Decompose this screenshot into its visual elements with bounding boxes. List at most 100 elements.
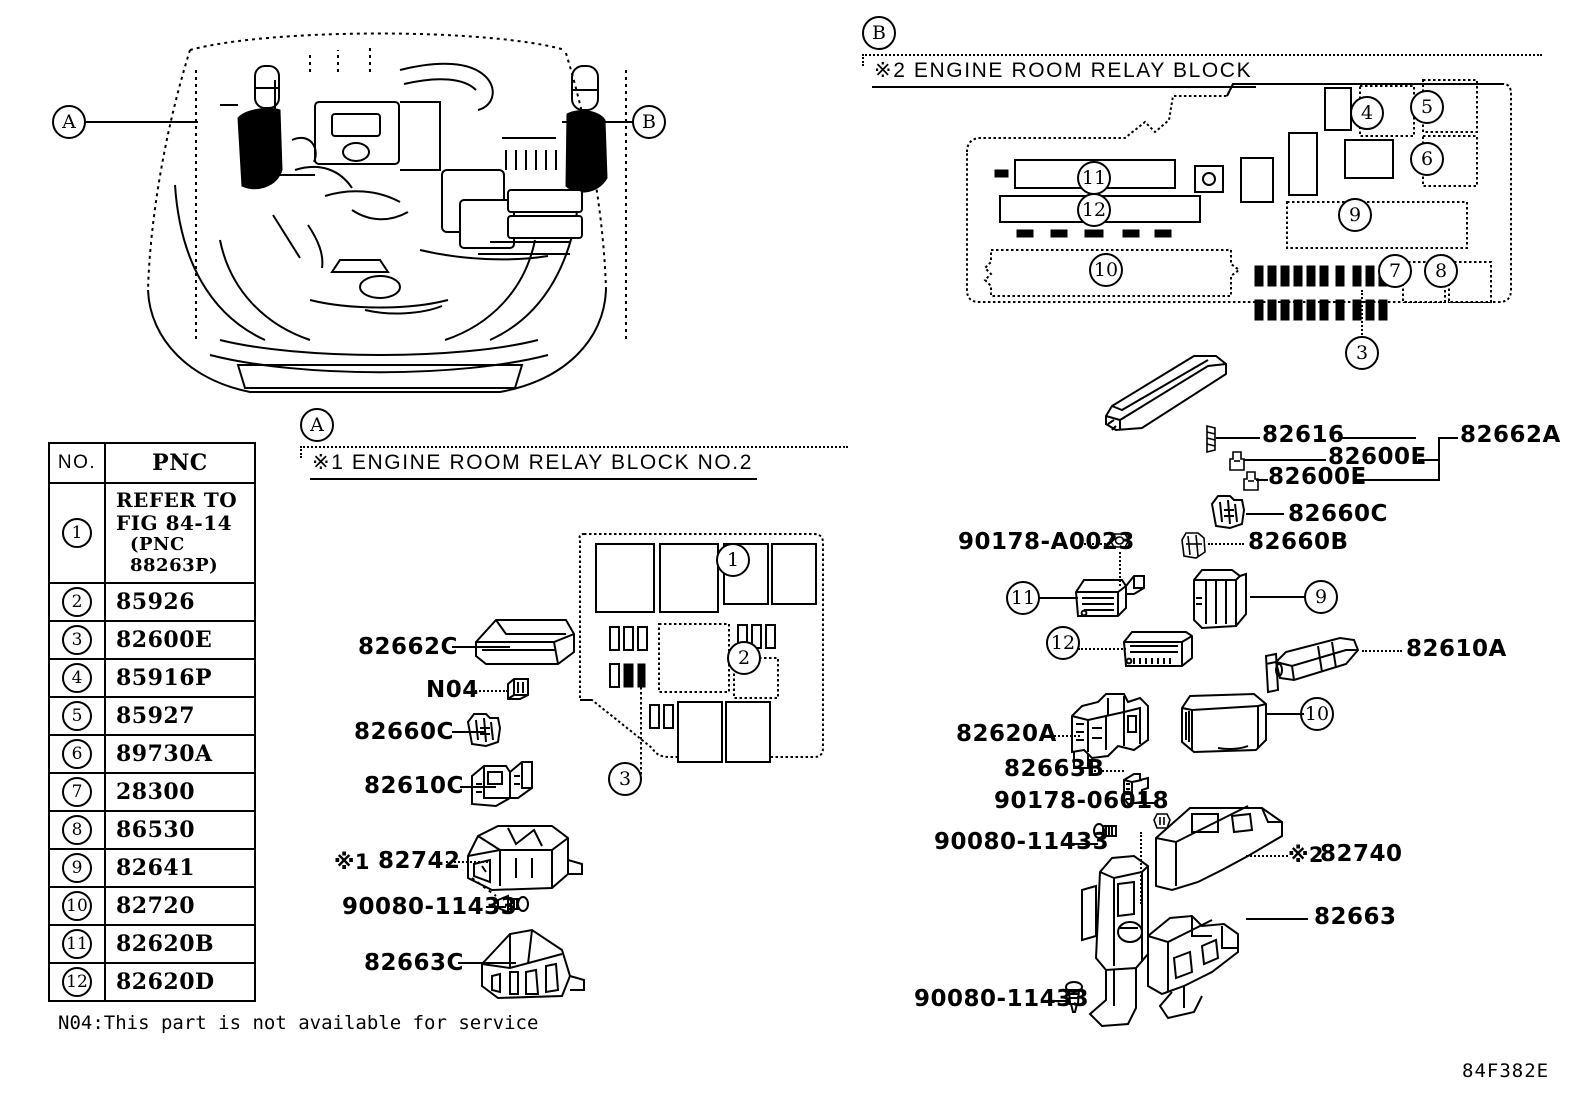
row-no-cell: 11 [48,924,106,965]
callout-badge: 9 [62,853,92,884]
section-b-frame [862,54,1542,66]
row-pnc-cell: 85927 [104,696,256,737]
row-no-cell: 7 [48,772,106,813]
right-callout-10: 10 [1300,697,1334,731]
leader-right-callout-9 [1250,596,1306,598]
part-82662A-art [1098,350,1248,442]
block-b-callout-8: 8 [1424,254,1458,288]
part-82660C-left-art [464,710,506,752]
leader-82662A [1438,437,1458,439]
leader-right-callout-11 [1038,597,1078,599]
table-row[interactable]: 3 82600E [48,620,256,661]
pnc-refer-line2: FIG 84-14 [116,511,233,536]
table-row[interactable]: 9 82641 [48,848,256,889]
table-row[interactable]: 7 28300 [48,772,256,813]
label-82742-prefix: ※1 [334,850,371,874]
label-82740: 82740 [1320,841,1403,867]
label-82740-prefix: ※2 [1288,843,1325,867]
table-row[interactable]: 5 85927 [48,696,256,737]
label-82600E-lower: 82600E [1268,464,1367,490]
callout-badge: 1 [62,518,92,549]
section-b-title: ※2 ENGINE ROOM RELAY BLOCK [872,58,1257,88]
right-callout-11: 11 [1006,581,1040,615]
table-row[interactable]: 2 85926 [48,582,256,623]
leader-right-callout-12 [1078,648,1126,650]
label-82662A: 82662A [1460,422,1561,448]
leader-N04 [472,690,508,692]
table-header-row: NO. PNC [48,442,256,484]
callout-badge: 3 [62,625,92,656]
row-pnc-cell: 82641 [104,848,256,889]
block-b-callout-9: 9 [1338,198,1372,232]
leader-82660C-left [452,731,486,733]
block-b-callout-5: 5 [1410,90,1444,124]
label-90080-11433-right-upper: 90080-11433 [934,829,1110,855]
pnc-refer-line1: REFER TO [116,488,238,512]
leader-90080-11433-right-upper-down [1140,832,1142,904]
part-82663C-art [470,924,590,1004]
table-row[interactable]: 6 89730A [48,734,256,775]
part-82610A-art [1262,632,1370,698]
leader-82616 [1216,437,1260,439]
row-no-cell: 1 [48,481,106,585]
row-no-cell: 3 [48,620,106,661]
service-note: N04:This part is not available for servi… [58,1012,539,1034]
leader-90178-A0023-down [1119,552,1121,586]
part-82610C-art [466,758,538,814]
label-82742: 82742 [378,848,461,874]
engine-bay-illustration [70,10,690,400]
label-N04: N04 [426,677,479,703]
row-no-cell: 2 [48,582,106,623]
leader-82662C [452,646,510,648]
leader-82620A [1046,735,1080,737]
bracket-82662A [1438,437,1440,481]
block-b-callout-12: 12 [1077,193,1111,227]
table-row[interactable]: 10 82720 [48,886,256,927]
label-82616: 82616 [1262,422,1345,448]
row-pnc-cell: 85926 [104,582,256,623]
row-no-cell: 8 [48,810,106,851]
part-callout-11-art [1070,570,1146,624]
pnc-refer-line3: (PNC 88263P) [130,534,219,577]
section-a-marker: A [300,408,334,442]
section-b-marker: B [862,16,896,50]
row-pnc-cell: REFER TO FIG 84-14 (PNC 88263P) [104,481,256,585]
label-90178-06018: 90178-06018 [994,788,1170,814]
part-90080-11433-right-lower-art [1062,980,1088,1014]
part-90080-11433-left-art [496,892,530,918]
leader-82600E-upper [1244,459,1326,461]
part-90178-A0023-art [1108,530,1132,552]
block-a-callout-1: 1 [716,543,750,577]
part-82600E-upper-art [1228,450,1246,474]
block-b-callout-7: 7 [1378,254,1412,288]
parts-table-wrap: NO. PNC 1 REFER TO FIG 84-14 ( [48,442,256,1003]
callout-badge: 5 [62,701,92,732]
section-a-title: ※1 ENGINE ROOM RELAY BLOCK NO.2 [310,450,758,480]
label-90080-11433-right-lower: 90080-11433 [914,986,1090,1012]
leader-82740 [1246,855,1288,857]
part-82660C-right-art [1208,492,1250,534]
row-pnc-cell: 82620D [104,962,256,1003]
table-row[interactable]: 1 REFER TO FIG 84-14 (PNC 88263P) [48,481,256,585]
label-82620A: 82620A [956,721,1057,747]
marker-a: A [52,105,86,139]
part-callout-12-art [1120,626,1200,674]
table-row[interactable]: 4 85916P [48,658,256,699]
row-pnc-cell: 89730A [104,734,256,775]
label-82610C: 82610C [364,773,464,799]
label-82662C: 82662C [358,634,458,660]
block-b-callout-3-leader [1361,290,1363,338]
label-82660C-right: 82660C [1288,501,1388,527]
part-callout-10-art [1178,690,1274,760]
block-b-callout-4: 4 [1350,96,1384,130]
leader-82663C [458,962,516,964]
table-row[interactable]: 12 82620D [48,962,256,1003]
leader-82742 [446,861,488,863]
part-82616-art [1203,424,1219,454]
section-a-frame [300,446,848,458]
block-b-callout-11: 11 [1077,161,1111,195]
label-82663B: 82663B [1004,756,1105,782]
table-row[interactable]: 11 82620B [48,924,256,965]
table-row[interactable]: 8 86530 [48,810,256,851]
label-90080-11433-left: 90080-11433 [342,894,518,920]
